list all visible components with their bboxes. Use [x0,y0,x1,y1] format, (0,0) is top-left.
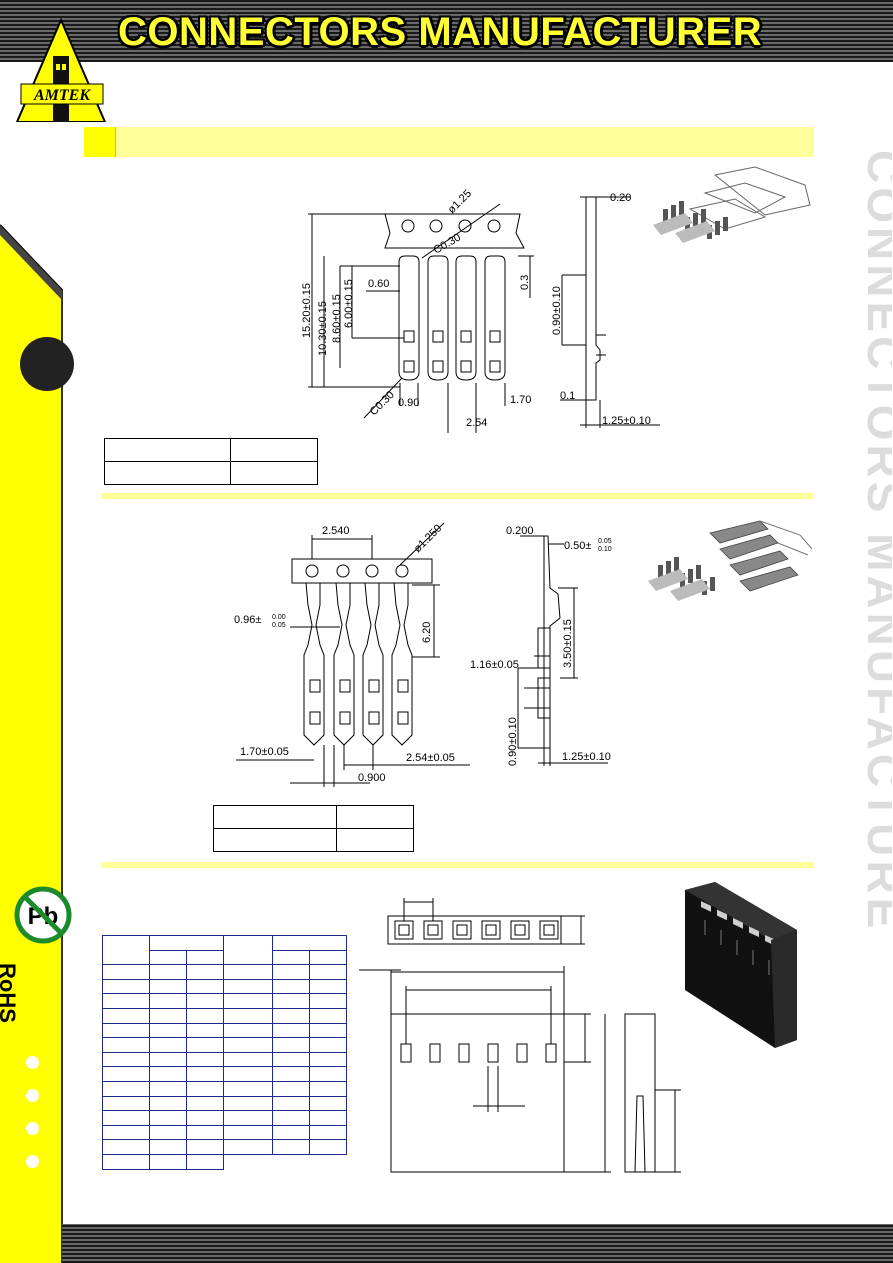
dimension-table [102,934,347,1170]
section-divider-2 [101,862,814,868]
dim-tail-width: 0.900 [358,772,386,784]
dim-slot-width: 0.60 [368,278,389,290]
terminal-drawing-2-side: 0.200 0.50± 0.05 0.10 1.16±0.05 3.50±0.1… [470,525,612,766]
dim-neck-width: 0.96± [234,614,261,626]
bullet-dot [26,1089,39,1102]
dim-side-height: 0.90±0.10 [551,286,563,335]
dim-pin-width-2: 1.70±0.05 [240,746,289,758]
dim-pitch-2: 2.540 [322,525,350,537]
dim-total-length: 15.20±0.15 [301,283,313,338]
dim-contact-height: 3.50±0.15 [562,619,574,668]
section-dot [20,337,74,391]
dim-chamfer-bottom: C0.30 [368,389,397,418]
dim-neck-tol-upper: 0.00 [272,614,286,621]
drawing-2-side-labels: 0.200 0.50± 0.05 0.10 1.16±0.05 3.50±0.1… [470,525,612,766]
dim-pitch: 2.54 [466,417,487,429]
side-watermark-text: CONNECTORS MANUFACTURE [862,150,892,932]
section-header-bar [84,127,814,157]
dim-width-tol-lower: 0.10 [598,546,612,553]
drawing-1-front-labels: ø1.25 C0.30 15.20±0.15 10.30±0.15 8.60±0… [301,188,531,429]
dim-side-offset: 0.1 [560,390,575,402]
rohs-label: RoHS [0,963,20,1023]
dim-offset: 0.3 [519,275,531,290]
drawing-1-side-labels: 0.20 0.90±0.10 0.1 1.25±0.10 [551,192,651,427]
terminal-drawing-1-side: 0.20 0.90±0.10 0.1 1.25±0.10 [551,192,660,428]
side-watermark: CONNECTORS MANUFACTURE [862,150,892,932]
dim-width-2: 0.50± [564,540,591,552]
terminal-drawing-2-front: 2.540 ø1.250 0.96± 0.00 0.05 6.20 1.70±0… [234,522,470,787]
terminal-photo-1 [653,166,811,243]
dim-side-width-2: 1.25±0.10 [562,751,611,763]
bullet-dot [26,1155,39,1168]
dim-width-tol-upper: 0.05 [598,538,612,545]
terminal-photo-2 [648,520,813,601]
footer-band [62,1224,893,1263]
dim-neck-tol-lower: 0.05 [272,622,286,629]
dim-thickness: 0.20 [610,192,631,204]
section-divider-1 [101,493,814,499]
dim-hole-diameter-2: ø1.250 [412,522,445,555]
dim-contact-length: 8.60±0.15 [331,294,343,343]
dim-pin-width: 0.90 [398,397,419,409]
dim-pin-gap: 1.70 [510,394,531,406]
part-table-2 [213,805,414,852]
logo-text: AMTEK [33,87,91,104]
dim-crimp-length: 6.00±0.15 [343,279,355,328]
dim-spring-height: 1.16±0.05 [470,659,519,671]
dim-pin-length: 10.30±0.15 [317,301,329,356]
page-title: CONNECTORS MANUFACTURER [118,10,763,54]
lead-free-badge: Pb [14,886,72,944]
bullet-dot [26,1056,39,1069]
dim-side-height-2: 0.90±0.10 [507,717,519,766]
housing-photo [685,882,797,1048]
section-marker [84,127,116,157]
header-band [0,0,893,62]
dim-pin-pitch-2: 2.54±0.05 [406,752,455,764]
part-table-1 [104,438,318,485]
dim-hole-diameter: ø1.25 [446,188,474,216]
dim-neck-length: 6.20 [421,622,433,643]
housing-drawing [359,898,681,1173]
terminal-drawing-1-front: ø1.25 C0.30 15.20±0.15 10.30±0.15 8.60±0… [301,188,534,433]
dim-chamfer-top: C0.30 [432,232,463,257]
dim-thickness-2: 0.200 [506,525,534,537]
bullet-dot [26,1122,39,1135]
dim-side-width: 1.25±0.10 [602,415,651,427]
amtek-logo: AMTEK [15,18,107,122]
